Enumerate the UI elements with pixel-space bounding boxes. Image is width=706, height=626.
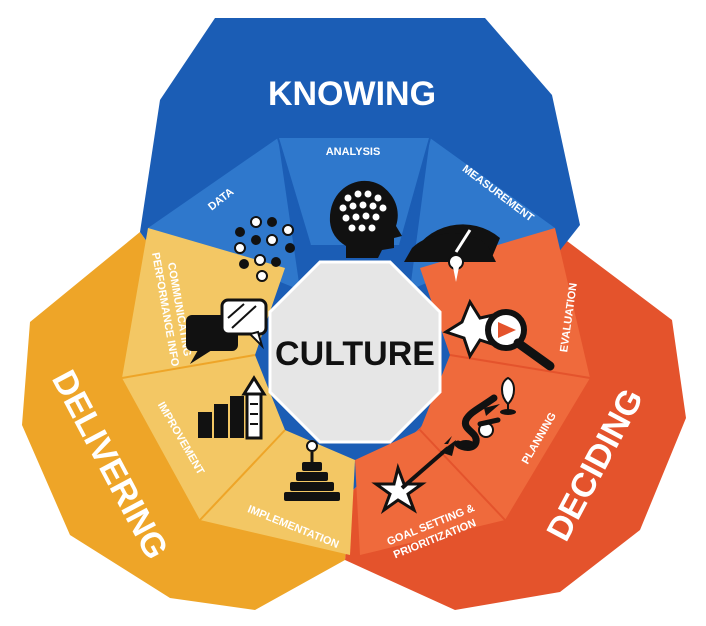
dart-star-icon <box>371 436 456 515</box>
segment-data <box>148 138 300 290</box>
gauge-icon <box>404 224 500 282</box>
culture-label: CULTURE <box>275 335 435 373</box>
stacked-rings-icon <box>284 440 340 501</box>
magnifier-star-icon <box>442 298 555 371</box>
culture-octagon <box>268 260 442 444</box>
dots-network-icon <box>234 216 295 282</box>
route-pin-icon <box>454 376 516 451</box>
bar-arrow-icon <box>198 375 267 440</box>
segment-implementation <box>200 430 355 555</box>
analysis-label: ANALYSIS <box>326 146 381 158</box>
knowing-title: KNOWING <box>268 75 436 113</box>
segment-planning <box>420 355 590 520</box>
head-brain-icon <box>329 180 402 258</box>
speech-bubbles-icon <box>186 298 268 364</box>
segment-goal-setting <box>355 430 505 555</box>
